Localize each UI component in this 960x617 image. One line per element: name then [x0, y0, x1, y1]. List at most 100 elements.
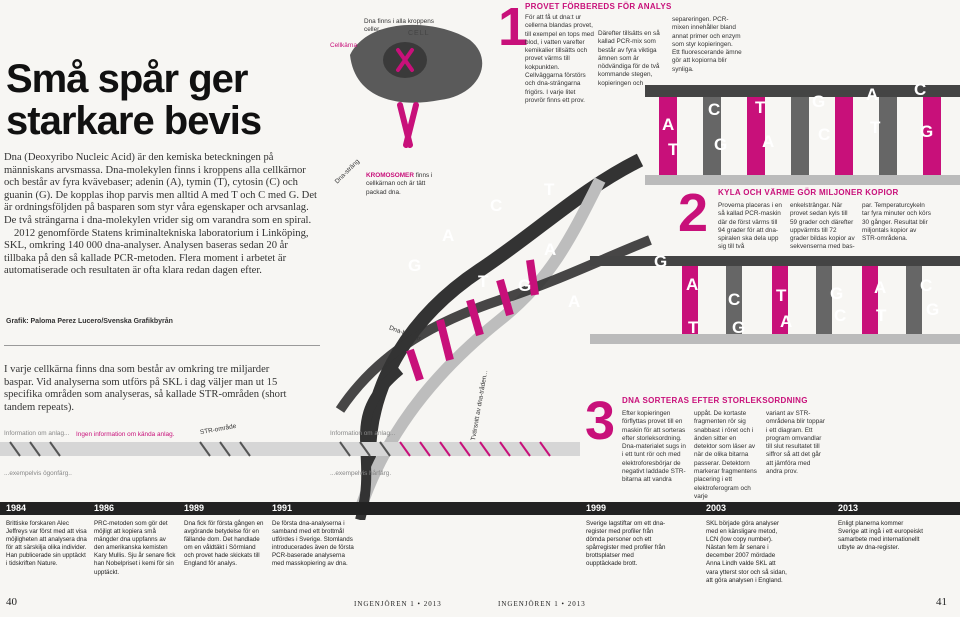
step-2-col-3: par. Temperaturcykeln tar fyra minuter o… — [862, 202, 931, 243]
timeline-bar — [0, 502, 960, 515]
kromosomer-text: finns i cellkärnan och är tätt packad dn… — [366, 172, 433, 196]
chromosome — [397, 102, 419, 148]
base-letter: T — [876, 306, 887, 325]
str-magenta-stripes — [399, 441, 551, 457]
base-letter: A — [662, 115, 675, 134]
str-intro-text: I varje cellkärna finns dna som består a… — [4, 364, 287, 413]
base-letter: A — [874, 278, 887, 297]
helix-base-letter: A — [442, 226, 455, 245]
strip-lower — [645, 175, 960, 185]
intro-text: Dna (Deoxyribo Nucleic Acid) är den kemi… — [4, 152, 320, 278]
str-info-left: Information om anlag... — [4, 430, 70, 437]
step-3-number: 3 — [585, 391, 616, 451]
timeline-year-1986: 1986 — [94, 503, 115, 513]
step-2-number: 2 — [678, 183, 709, 243]
page-number-right: 41 — [936, 596, 947, 608]
helix-lower — [355, 366, 404, 520]
timeline-year-1989: 1989 — [184, 503, 205, 513]
helix-base-letter: T — [544, 180, 555, 199]
helix-base-letter: A — [568, 292, 581, 311]
step-1-number: 1 — [498, 0, 529, 57]
str-strip — [0, 441, 580, 457]
helix-base-letter: C — [490, 196, 503, 215]
base-letter: C — [914, 80, 927, 99]
str-known-info: Ingen information om kända anlag. — [76, 431, 175, 438]
timeline-text-1999: Sverige lagstiftar om ett dna-register m… — [586, 520, 666, 568]
chromosome-small — [396, 48, 414, 72]
strip-mid-rungs — [682, 266, 922, 334]
base-letter: C — [818, 125, 831, 144]
helix-rungs — [406, 259, 539, 382]
cell-note: Dna finns i alla kroppens celler. — [364, 18, 434, 34]
base-pair-strip-top — [645, 85, 960, 185]
base-letter: A — [686, 275, 699, 294]
step-2-col-1: Proverna placeras i en så kallad PCR-mas… — [718, 202, 782, 251]
step-3-heading: DNA SORTERAS EFTER STORLEKSORDNING — [622, 396, 808, 405]
dna-helix — [335, 153, 652, 520]
base-letter: C — [708, 100, 721, 119]
base-letter: A — [866, 85, 879, 104]
timeline-year-2013: 2013 — [838, 503, 859, 513]
label-cellkarna: Cellkärna — [330, 42, 357, 49]
kromosomer-head: KROMOSOMER — [366, 172, 414, 179]
page-title: Små spår ger starkare bevis — [6, 57, 262, 143]
step-3-col-1: Efter kopieringen förflyttas provet till… — [622, 410, 686, 484]
step-3-col-3: variant av STR-områdena blir toppar i et… — [766, 410, 825, 476]
base-letter: T — [870, 118, 881, 137]
step-1-heading: PROVET FÖRBEREDS FÖR ANALYS — [525, 2, 672, 11]
step-2-col-2: enkelsträngar. När provet sedan kyls til… — [790, 202, 855, 251]
timeline-year-1999: 1999 — [586, 503, 607, 513]
str-repeat-right: ...exempelvis hårfärg. — [330, 470, 392, 477]
base-letter: G — [920, 122, 934, 141]
step-3-col-2: uppåt. De kortaste fragmenten rör sig sn… — [694, 410, 757, 500]
base-letter: T — [755, 98, 766, 117]
base-letter: C — [728, 290, 741, 309]
step-1-col-3: separeringen. PCR-mixen innehåller bland… — [672, 16, 742, 73]
step-1-col-1: För att få ut dna:t ur cellerna blandas … — [525, 14, 594, 104]
step-1-col-2: Därefter tillsätts en så kallad PCR-mix … — [598, 30, 660, 87]
timeline-year-1991: 1991 — [272, 503, 293, 513]
timeline-text-1984: Brittiske forskaren Alec Jeffreys var fö… — [6, 520, 87, 568]
base-letter: A — [762, 132, 775, 151]
base-letter: T — [688, 318, 699, 337]
str-strip-grey — [0, 442, 580, 456]
str-repeat-left: ...exempelvis ögonfärg.. — [4, 470, 72, 477]
base-letter: T — [776, 286, 787, 305]
helix-strand-light — [354, 177, 606, 512]
intro-paragraph-1: Dna (Deoxyribo Nucleic Acid) är den kemi… — [4, 152, 317, 226]
base-letter: C — [834, 306, 847, 325]
timeline-year-1984: 1984 — [6, 503, 27, 513]
helix-base-letter: A — [544, 240, 557, 259]
strip-bottom — [590, 334, 960, 344]
footer-magazine-right: INGENJÖREN 1 • 2013 — [498, 600, 586, 608]
helix-base-letter: T — [478, 272, 489, 291]
helix-base-letter: G — [518, 276, 532, 295]
timeline-text-2003: SKL började göra analyser med en känslig… — [706, 520, 787, 584]
strip-rungs — [659, 97, 941, 175]
timeline-text-1989: Dna fick för första gången en avgörande … — [184, 520, 264, 568]
strip-top — [590, 256, 960, 266]
base-letter: A — [780, 312, 793, 331]
base-letter: G — [830, 284, 844, 303]
cell-illustration — [350, 24, 483, 148]
base-letter: G — [714, 135, 728, 154]
timeline-text-2013: Enligt planerna kommer Sverige att ingå … — [838, 520, 923, 552]
intro-paragraph-2: 2012 genomförde Statens kriminaltekniska… — [4, 227, 309, 277]
label-cell: CELL — [408, 30, 430, 37]
str-info-right: Information om anlag... — [330, 430, 396, 437]
step-2-heading: KYLA OCH VÄRME GÖR MILJONER KOPIOR — [718, 188, 899, 197]
base-letter: G — [732, 318, 746, 337]
str-stripes — [9, 441, 391, 457]
strip-upper — [645, 85, 960, 97]
timeline-text-1991: De första dna-analyserna i samband med e… — [272, 520, 354, 568]
base-letter: G — [812, 92, 826, 111]
graphic-credit: Grafik: Paloma Perez Lucero/Svenska Graf… — [6, 318, 173, 325]
kromosomer-note: KROMOSOMER finns i cellkärnan och är tät… — [366, 172, 436, 197]
base-pair-strip-middle — [590, 256, 960, 344]
base-letter: G — [926, 300, 940, 319]
helix-base-letter: G — [654, 252, 668, 271]
base-letter: T — [668, 140, 679, 159]
divider — [4, 345, 320, 346]
footer-magazine-left: INGENJÖREN 1 • 2013 — [354, 600, 442, 608]
page-number-left: 40 — [6, 596, 17, 608]
